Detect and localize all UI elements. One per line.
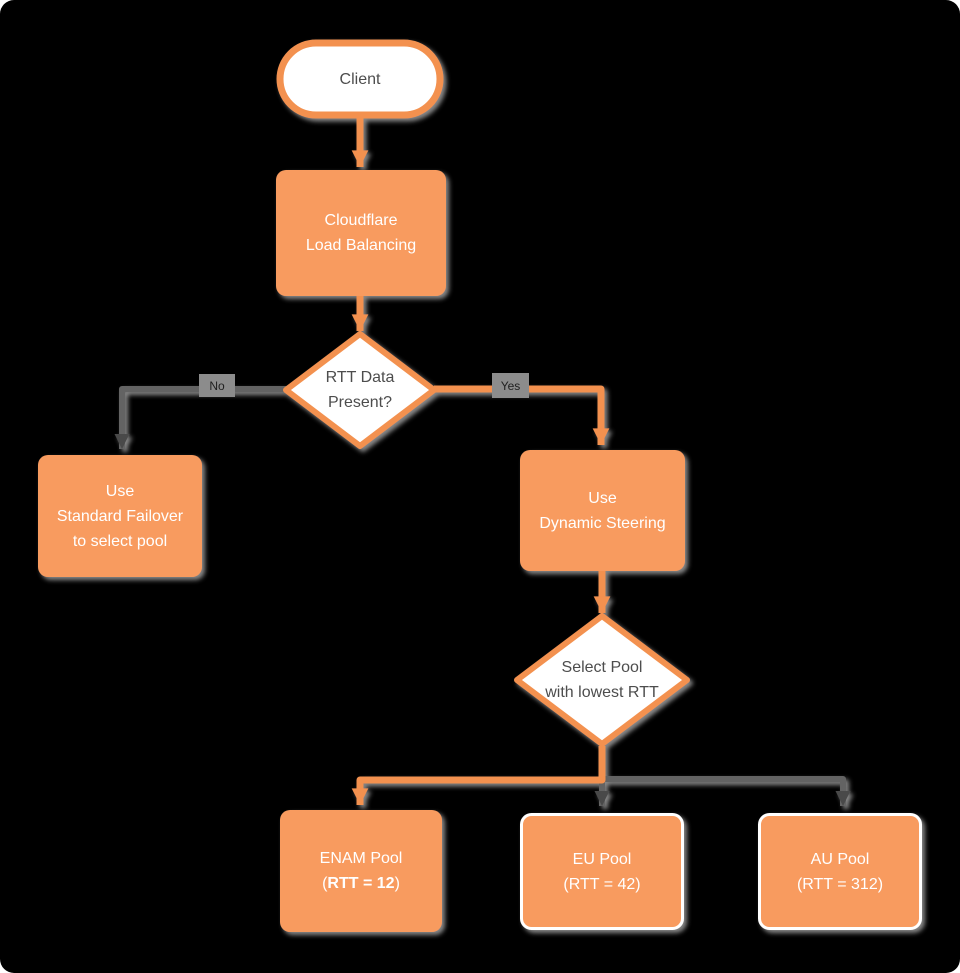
edge-decision-no-to-failover	[114, 386, 287, 449]
edge-selectpool-to-enam	[351, 746, 606, 805]
edge-label-yes: Yes	[492, 373, 529, 398]
rtt-decision-diamond-shape	[283, 331, 437, 449]
enam-pool-box-shape	[280, 810, 442, 932]
au-pool-box-shape	[758, 813, 922, 930]
edge-label-no: No	[199, 374, 235, 397]
select-pool-diamond-shape	[514, 613, 690, 747]
edge-decision-yes-to-dynamic	[434, 385, 610, 445]
client-terminator-shape	[276, 39, 444, 119]
edge-selectpool-to-au	[602, 776, 851, 806]
dynamic-steering-box-shape	[520, 450, 685, 571]
loadbalancing-box-shape	[276, 170, 446, 296]
standard-failover-box-shape	[38, 455, 202, 577]
eu-pool-box-shape	[520, 813, 684, 930]
